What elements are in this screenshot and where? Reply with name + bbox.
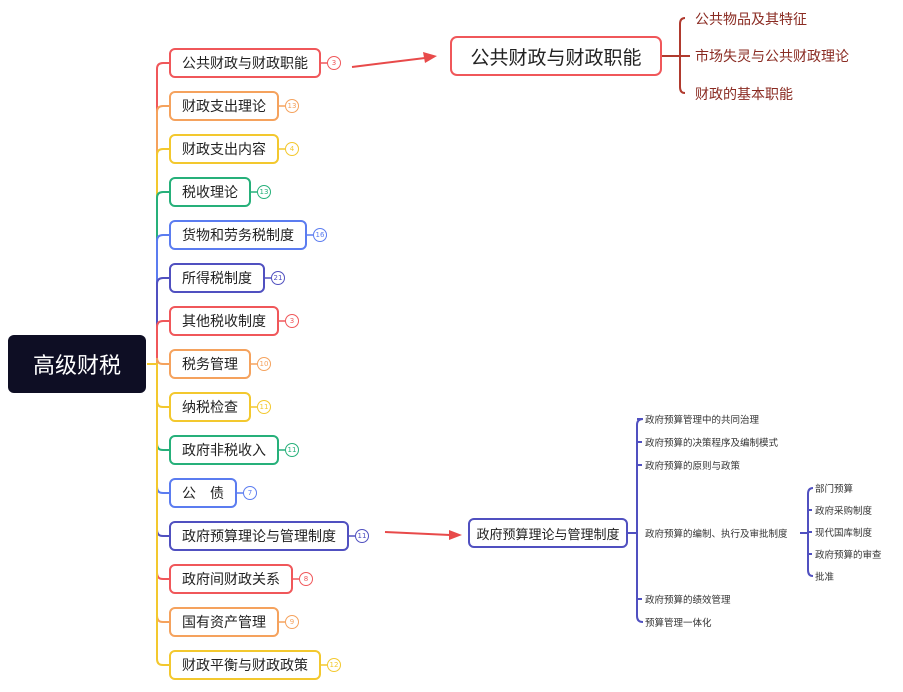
branch-node[interactable]: 国有资产管理 [169, 607, 279, 637]
branch-connector [147, 62, 170, 365]
branch-node[interactable]: 政府非税收入 [169, 435, 279, 465]
child-count-badge[interactable]: 21 [271, 270, 285, 285]
branch-connector [147, 363, 170, 408]
branch-connector [147, 277, 170, 365]
branch-node[interactable]: 财政平衡与财政政策 [169, 650, 321, 680]
child-count-badge[interactable]: 10 [257, 356, 271, 371]
branch-node[interactable]: 税务管理 [169, 349, 251, 379]
branch-node[interactable]: 税收理论 [169, 177, 251, 207]
root-node[interactable]: 高级财税 [8, 335, 146, 393]
subtopic[interactable]: 财政的基本职能 [695, 87, 793, 103]
branch-connector [147, 234, 170, 365]
budget-subtopic[interactable]: 政府预算管理中的共同治理 [645, 415, 760, 426]
branch-node[interactable]: 政府间财政关系 [169, 564, 293, 594]
branch-node[interactable]: 公共财政与财政职能 [169, 48, 321, 78]
child-count-badge[interactable]: 13 [257, 184, 271, 199]
branch-node[interactable]: 政府预算理论与管理制度 [169, 521, 349, 551]
budget-sub-subtopic[interactable]: 批准 [815, 572, 835, 583]
child-count-badge[interactable]: 16 [313, 227, 327, 242]
branch-connector [147, 363, 170, 580]
branch-connector [147, 191, 170, 365]
branch-node[interactable]: 纳税检查 [169, 392, 251, 422]
child-count-badge[interactable]: 9 [285, 614, 299, 629]
branch-node[interactable]: 所得税制度 [169, 263, 265, 293]
child-count-badge[interactable]: 4 [285, 141, 299, 156]
expanded-topic-node[interactable]: 公共财政与财政职能 [450, 36, 662, 76]
child-count-badge[interactable]: 11 [355, 528, 369, 543]
child-count-badge[interactable]: 11 [285, 442, 299, 457]
branch-node[interactable]: 货物和劳务税制度 [169, 220, 307, 250]
child-count-badge[interactable]: 3 [285, 313, 299, 328]
child-count-badge[interactable]: 8 [299, 571, 313, 586]
child-count-badge[interactable]: 7 [243, 485, 257, 500]
budget-sub-subtopic[interactable]: 部门预算 [815, 484, 854, 495]
branch-connector [147, 320, 170, 365]
budget-subtopic[interactable]: 政府预算的决策程序及编制模式 [645, 438, 779, 449]
branch-node[interactable]: 财政支出内容 [169, 134, 279, 164]
child-count-badge[interactable]: 3 [327, 55, 341, 70]
child-count-badge[interactable]: 11 [257, 399, 271, 414]
budget-sub-subtopic[interactable]: 政府采购制度 [815, 506, 873, 517]
branch-connector [147, 363, 170, 494]
budget-subtopic[interactable]: 预算管理一体化 [645, 618, 712, 629]
expanded-budget-node[interactable]: 政府预算理论与管理制度 [468, 518, 628, 548]
branch-connector [147, 105, 170, 365]
child-count-badge[interactable]: 13 [285, 98, 299, 113]
subtopic[interactable]: 市场失灵与公共财政理论 [695, 49, 849, 65]
subtopic[interactable]: 公共物品及其特征 [695, 12, 807, 28]
budget-sub-subtopic[interactable]: 现代国库制度 [815, 528, 873, 539]
budget-sub-subtopic[interactable]: 政府预算的审查 [815, 550, 882, 561]
arrow-icon [423, 52, 437, 63]
branch-connector [147, 148, 170, 365]
branch-node[interactable]: 财政支出理论 [169, 91, 279, 121]
branch-node[interactable]: 公 债 [169, 478, 237, 508]
branch-connector [147, 363, 170, 666]
budget-subtopic[interactable]: 政府预算的绩效管理 [645, 595, 731, 606]
branch-node[interactable]: 其他税收制度 [169, 306, 279, 336]
child-count-badge[interactable]: 12 [327, 657, 341, 672]
arrow-icon [449, 530, 462, 540]
budget-subtopic[interactable]: 政府预算的原则与政策 [645, 461, 741, 472]
budget-subtopic[interactable]: 政府预算的编制、执行及审批制度 [645, 529, 788, 540]
branch-connector [147, 357, 170, 365]
